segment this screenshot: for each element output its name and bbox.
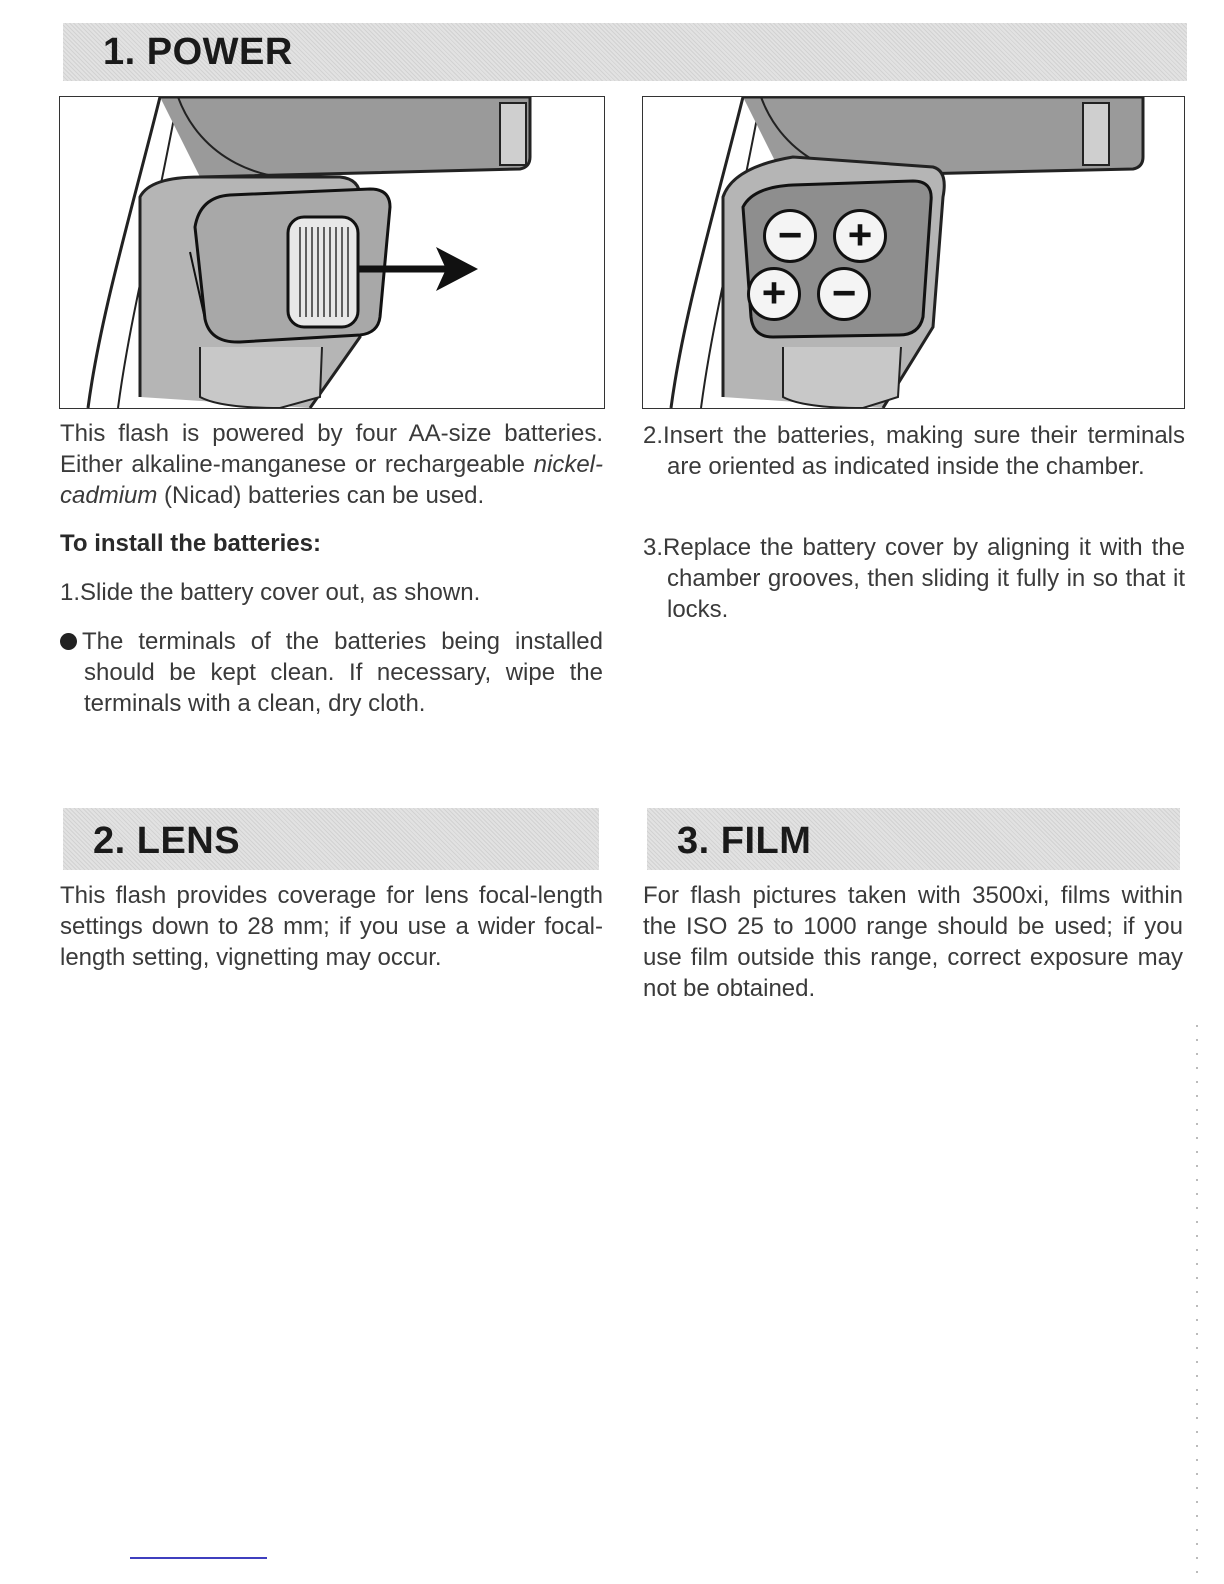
power-intro-paragraph: This flash is powered by four AA-size ba…: [60, 418, 603, 511]
battery-minus-bottom-right: −: [817, 267, 871, 321]
margin-dots: [1196, 1025, 1198, 1575]
minus-icon: −: [777, 211, 803, 258]
power-section-header: 1. POWER: [63, 23, 1187, 81]
plus-icon: +: [761, 269, 787, 316]
step-2-text: 2.Insert the batteries, making sure thei…: [643, 422, 1185, 480]
battery-cleaning-note-text: The terminals of the batteries being ins…: [82, 628, 603, 717]
film-section-title: 3. FILM: [677, 820, 812, 862]
battery-cleaning-note: The terminals of the batteries being ins…: [60, 626, 603, 719]
battery-chamber-illustration: − + + −: [642, 96, 1185, 409]
lens-section-header: 2. LENS: [63, 808, 599, 870]
power-section-title: 1. POWER: [103, 31, 293, 73]
step-3-text: 3.Replace the battery cover by aligning …: [643, 534, 1185, 623]
install-batteries-heading: To install the batteries:: [60, 530, 321, 557]
footer-rule: [130, 1557, 267, 1559]
film-section-header: 3. FILM: [647, 808, 1180, 870]
step-1: 1.Slide the battery cover out, as shown.: [60, 577, 603, 608]
lens-paragraph: This flash provides coverage for lens fo…: [60, 880, 603, 973]
film-paragraph: For flash pictures taken with 3500xi, fi…: [643, 880, 1183, 1004]
plus-icon: +: [847, 211, 873, 258]
lens-body-text: This flash provides coverage for lens fo…: [60, 882, 603, 971]
step-1-text: 1.Slide the battery cover out, as shown.: [60, 579, 481, 606]
battery-cover-slide-illustration: [59, 96, 605, 409]
step-2: 2.Insert the batteries, making sure thei…: [643, 420, 1185, 482]
step-3: 3.Replace the battery cover by aligning …: [643, 532, 1185, 625]
lens-section-title: 2. LENS: [93, 820, 241, 862]
battery-plus-top-right: +: [833, 209, 887, 263]
film-body-text: For flash pictures taken with 3500xi, fi…: [643, 882, 1183, 1002]
power-intro-text-end: (Nicad) batteries can be used.: [157, 482, 485, 509]
bullet-icon: [60, 633, 77, 650]
minus-icon: −: [831, 269, 857, 316]
battery-minus-top-left: −: [763, 209, 817, 263]
battery-plus-bottom-left: +: [747, 267, 801, 321]
power-intro-text: This flash is powered by four AA-size ba…: [60, 420, 603, 478]
power-intro-italic: nickel-cadmium: [60, 451, 603, 509]
